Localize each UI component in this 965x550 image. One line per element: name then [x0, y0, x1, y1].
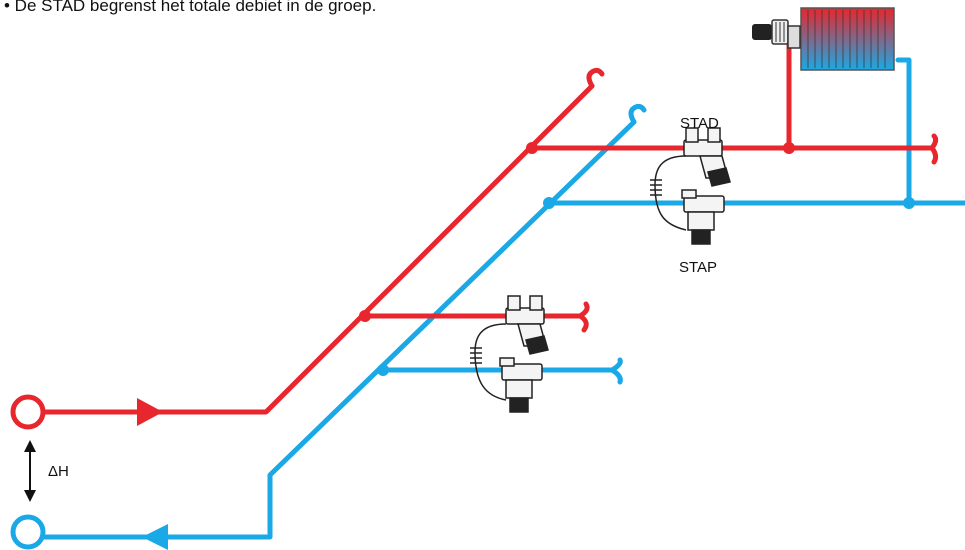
stad-valve-lower-icon	[505, 295, 549, 355]
radiator-supply-pipe	[786, 39, 803, 151]
return-port-circle	[10, 514, 46, 550]
impulse-tube-lower	[470, 323, 507, 401]
return-junction-lower	[377, 364, 389, 376]
delta-h-indicator	[24, 440, 36, 502]
stap-valve-upper-icon	[681, 189, 725, 245]
supply-flow-arrow	[137, 398, 163, 426]
return-pipe-break-lower	[609, 357, 623, 385]
radiator	[800, 7, 895, 71]
stad-valve-upper-icon	[683, 127, 731, 187]
return-pipe-break-top	[628, 103, 647, 125]
supply-junction-lower	[359, 310, 371, 322]
delta-h-label: ΔH	[48, 463, 69, 480]
return-pipe-network	[40, 57, 965, 540]
return-junction-radiator	[903, 197, 915, 209]
impulse-tube-upper	[650, 155, 687, 231]
return-flow-arrow	[142, 524, 168, 550]
supply-pipe-break-right	[929, 133, 939, 165]
supply-pipe-network	[40, 39, 939, 415]
supply-pipe-break-top	[586, 67, 605, 89]
supply-port-circle	[10, 394, 46, 430]
stad-label: STAD	[680, 115, 719, 132]
radiator-return-pipe	[895, 57, 912, 206]
main-supply-pipe	[40, 83, 595, 415]
main-return-pipe	[40, 119, 637, 540]
return-junction-upper	[543, 197, 555, 209]
stap-label: STAP	[679, 259, 717, 276]
caption-text: • De STAD begrenst het totale debiet in …	[4, 0, 377, 15]
supply-junction-radiator	[783, 142, 795, 154]
stap-valve-lower-icon	[499, 357, 543, 413]
supply-junction-upper	[526, 142, 538, 154]
supply-pipe-break-lower	[577, 301, 590, 333]
thermostatic-valve-icon	[752, 19, 801, 49]
